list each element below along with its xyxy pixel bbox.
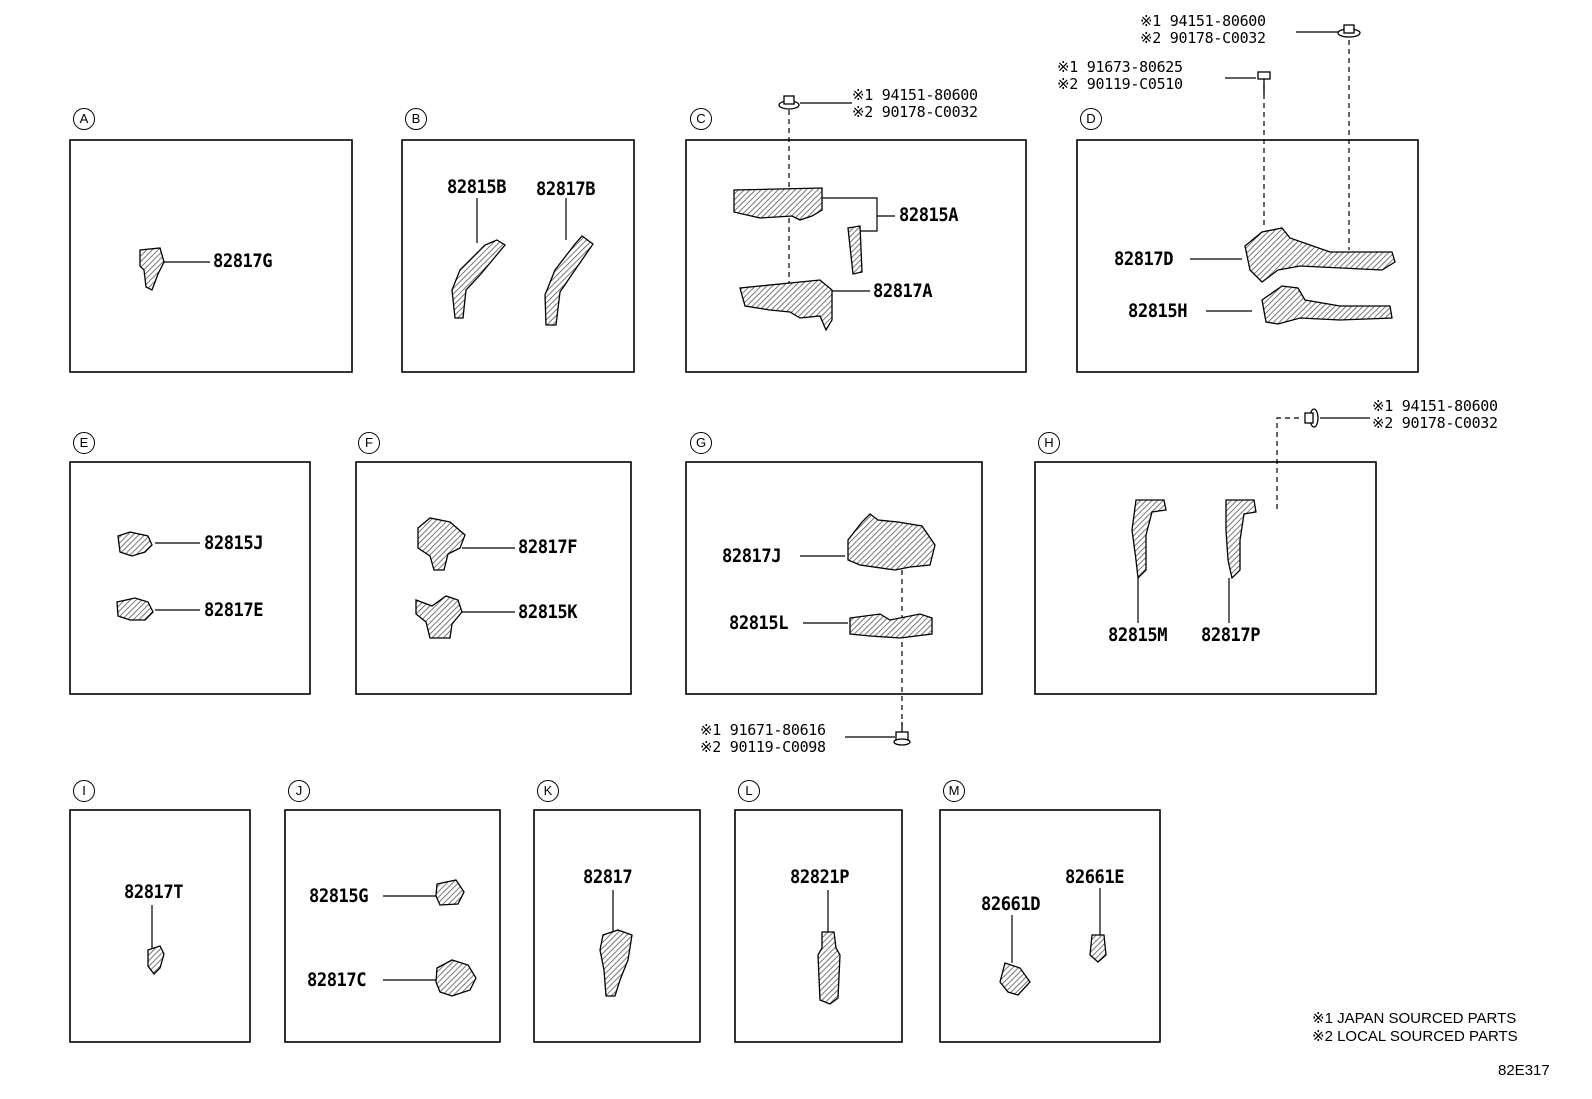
fastener-ref-line: ※1 94151-80600 [1372, 397, 1498, 415]
part-82817C-shape [435, 959, 477, 997]
part-label-82817E[interactable]: 82817E [204, 599, 264, 621]
part-label-82815A[interactable]: 82815A [899, 204, 959, 226]
panel-f-frame [355, 461, 632, 695]
part-label-82817P[interactable]: 82817P [1201, 624, 1261, 646]
panel-label-c: C [690, 108, 712, 130]
fastener-ref-line: ※2 90178-C0032 [1372, 414, 1498, 432]
panel-label-f: F [358, 432, 380, 454]
panel-d-frame [1076, 139, 1419, 373]
panel-label-k: K [537, 780, 559, 802]
part-82817J-shape [847, 513, 936, 571]
part-label-82815L[interactable]: 82815L [729, 612, 789, 634]
fastener-ref-line: ※2 90119-C0510 [1057, 75, 1183, 93]
part-label-82817D[interactable]: 82817D [1114, 248, 1174, 270]
panel-label-j: J [288, 780, 310, 802]
part-82817T-shape [147, 945, 165, 975]
panel-label-d: D [1080, 108, 1102, 130]
panel-label-l: L [738, 780, 760, 802]
part-label-82661E[interactable]: 82661E [1065, 866, 1125, 888]
panel-label-e: E [73, 432, 95, 454]
part-82817P-shape [1225, 499, 1257, 580]
part-82817F-shape [417, 517, 466, 571]
fastener-ref-line: ※2 90119-C0098 [700, 738, 826, 756]
part-82815K-shape [415, 595, 463, 639]
part-82815M-shape [1131, 499, 1167, 580]
part-82821P-shape [817, 931, 841, 1005]
part-82817B-shape [544, 235, 594, 326]
part-label-82817A[interactable]: 82817A [873, 280, 933, 302]
part-label-82817C[interactable]: 82817C [307, 969, 367, 991]
part-82661D-shape [999, 962, 1031, 996]
fastener-ref-c-top[interactable]: ※1 94151-80600 ※2 90178-C0032 [852, 87, 978, 121]
legend-japan-sourced: ※1 JAPAN SOURCED PARTS [1312, 1010, 1517, 1027]
fastener-ref-line: ※1 91671-80616 [700, 721, 826, 739]
part-82661E-shape [1089, 934, 1107, 963]
panel-label-b: B [405, 108, 427, 130]
sourcing-legend: ※1 JAPAN SOURCED PARTS ※2 LOCAL SOURCED … [1312, 1010, 1518, 1046]
fastener-ref-line: ※1 91673-80625 [1057, 58, 1183, 76]
part-82815A-clip [847, 225, 863, 275]
fastener-ref-d-top-left[interactable]: ※1 91673-80625 ※2 90119-C0510 [1057, 59, 1183, 93]
part-82815J-shape [117, 531, 153, 557]
panel-h-frame [1034, 461, 1377, 695]
part-82817E-shape [116, 597, 154, 621]
panel-m-frame [939, 809, 1161, 1043]
panel-c-frame [685, 139, 1027, 373]
part-label-82817F[interactable]: 82817F [518, 536, 578, 558]
part-label-82821P[interactable]: 82821P [790, 866, 850, 888]
panel-label-i: I [73, 780, 95, 802]
panel-i-frame [69, 809, 251, 1043]
part-label-82661D[interactable]: 82661D [981, 893, 1041, 915]
legend-local-sourced: ※2 LOCAL SOURCED PARTS [1312, 1028, 1518, 1045]
part-82817D-shape [1244, 227, 1396, 283]
panel-label-a: A [73, 108, 95, 130]
part-label-82817T[interactable]: 82817T [124, 881, 184, 903]
panel-label-g: G [690, 432, 712, 454]
fastener-ref-h-top[interactable]: ※1 94151-80600 ※2 90178-C0032 [1372, 398, 1498, 432]
panel-k-frame [533, 809, 701, 1043]
part-82817G-shape [139, 247, 165, 291]
part-82817A-shape [739, 279, 833, 332]
part-label-82817G[interactable]: 82817G [213, 250, 273, 272]
panel-label-m: M [943, 780, 965, 802]
part-label-82815B[interactable]: 82815B [447, 176, 507, 198]
panel-b-frame [401, 139, 635, 373]
panel-l-frame [734, 809, 903, 1043]
part-82817-shape [599, 929, 633, 997]
part-82815A-shape [733, 187, 823, 221]
part-label-82815J[interactable]: 82815J [204, 532, 264, 554]
part-label-82817B[interactable]: 82817B [536, 178, 596, 200]
panel-label-h: H [1038, 432, 1060, 454]
part-82815H-shape [1261, 285, 1393, 325]
part-label-82817[interactable]: 82817 [583, 866, 633, 888]
diagram-code: 82E317 [1498, 1062, 1550, 1079]
part-label-82815K[interactable]: 82815K [518, 601, 578, 623]
part-82815L-shape [849, 613, 933, 639]
fastener-ref-line: ※2 90178-C0032 [852, 103, 978, 121]
part-label-82815G[interactable]: 82815G [309, 885, 369, 907]
panel-j-frame [284, 809, 501, 1043]
fastener-ref-line: ※1 94151-80600 [1140, 12, 1266, 30]
fastener-ref-g-bottom[interactable]: ※1 91671-80616 ※2 90119-C0098 [700, 722, 826, 756]
part-label-82817J[interactable]: 82817J [722, 545, 782, 567]
part-label-82815M[interactable]: 82815M [1108, 624, 1168, 646]
panel-e-frame [69, 461, 311, 695]
part-82815G-shape [435, 879, 465, 906]
fastener-ref-d-top-right[interactable]: ※1 94151-80600 ※2 90178-C0032 [1140, 13, 1266, 47]
fastener-ref-line: ※1 94151-80600 [852, 86, 978, 104]
part-82815B-shape [451, 239, 506, 319]
panel-g-frame [685, 461, 983, 695]
fastener-ref-line: ※2 90178-C0032 [1140, 29, 1266, 47]
part-label-82815H[interactable]: 82815H [1128, 300, 1188, 322]
panel-a-frame [69, 139, 353, 373]
